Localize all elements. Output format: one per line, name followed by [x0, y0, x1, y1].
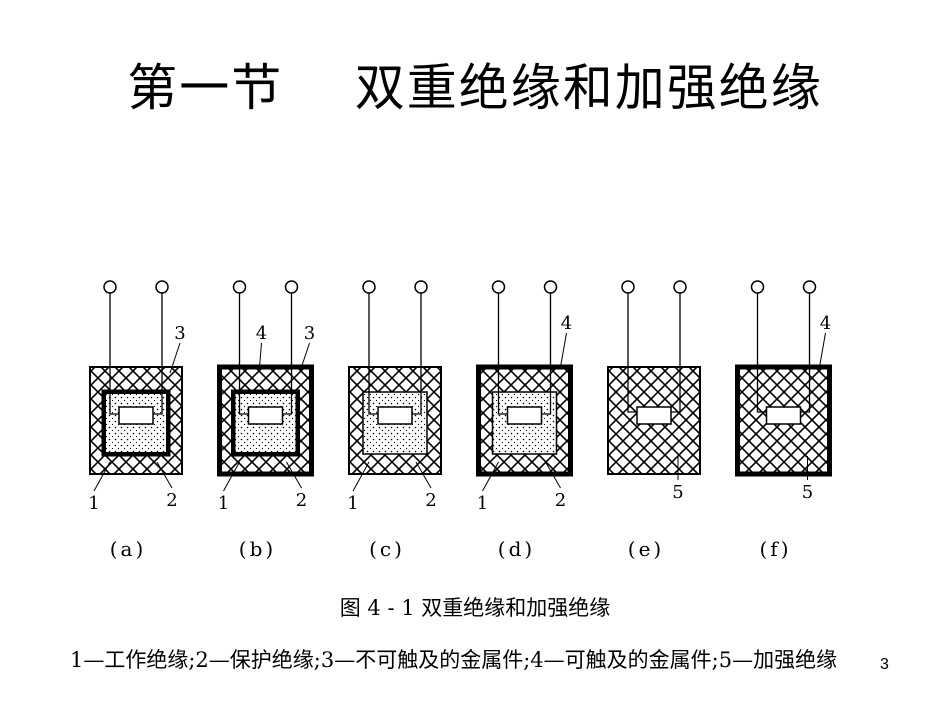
live-part — [765, 406, 802, 425]
callout-number: 2 — [296, 490, 307, 511]
callout-line — [156, 461, 173, 489]
live-part — [636, 406, 672, 425]
lead-wire — [368, 293, 378, 415]
callout-line — [819, 332, 826, 368]
callout-number: 3 — [304, 323, 315, 344]
terminal-icon — [103, 280, 117, 294]
panel-label: (b) — [239, 537, 276, 561]
callout-line — [299, 342, 310, 374]
panel-c: 1 2 (c) — [347, 280, 442, 561]
callout-line — [545, 461, 561, 489]
lead-wire — [497, 293, 508, 415]
callout-line — [286, 461, 302, 489]
live-part — [377, 406, 413, 425]
panel-b: 4 3 1 2 (b) — [217, 280, 315, 561]
terminal-icon — [491, 280, 506, 294]
page-number: 3 — [880, 656, 889, 673]
live-part — [118, 406, 154, 425]
lead-wire — [109, 293, 119, 415]
panel-e: 5 (e) — [607, 280, 701, 561]
terminal-icon — [232, 280, 247, 294]
panel-a: 3 1 2 (a) — [88, 280, 186, 561]
callout-line — [93, 461, 111, 492]
live-part — [506, 406, 543, 425]
callout-number: 2 — [166, 490, 177, 511]
callout-number: 4 — [256, 323, 267, 344]
callout-number: 1 — [347, 493, 358, 514]
terminal-icon — [673, 280, 687, 294]
panel-label: (e) — [628, 537, 664, 561]
terminal-icon — [362, 280, 376, 294]
callout-number: 1 — [88, 493, 99, 514]
figure-caption: 图 4 - 1 双重绝缘和加强绝缘 — [339, 596, 611, 620]
callout-line — [415, 461, 432, 489]
panel-d: 4 1 2 (d) — [476, 280, 573, 561]
panel-f: 4 5 (f) — [735, 280, 832, 561]
terminal-icon — [155, 280, 169, 294]
callout-number: 2 — [555, 490, 566, 511]
lead-wire — [756, 293, 767, 413]
lead-wire — [153, 293, 163, 415]
panel-label: (a) — [110, 537, 147, 561]
callout-number: 2 — [425, 490, 436, 511]
terminal-icon — [750, 280, 765, 294]
insulation-diagram: 3 1 2 (a) 4 3 1 2 (b) 1 2 (c) 4 1 2 (d) 5 (e) 4 5 (f) — [88, 280, 832, 561]
terminal-icon — [284, 280, 299, 294]
lead-wire — [238, 293, 249, 415]
callout-line — [560, 332, 567, 368]
callout-line — [482, 461, 499, 492]
lead-wire — [627, 293, 637, 413]
callout-number: 1 — [218, 493, 229, 514]
working-insulation — [491, 391, 558, 455]
lead-wire — [800, 293, 811, 413]
panel-label: (d) — [498, 537, 535, 561]
terminal-icon — [414, 280, 428, 294]
callout-number: 5 — [672, 482, 683, 503]
lead-wire — [282, 293, 293, 415]
lead-wire — [412, 293, 422, 415]
terminal-icon — [802, 280, 817, 294]
callout-number: 3 — [174, 323, 185, 344]
callout-number: 1 — [477, 493, 488, 514]
panel-label: (f) — [759, 537, 791, 561]
callout-line — [352, 461, 370, 492]
lead-wire — [671, 293, 681, 413]
callout-number: 4 — [820, 313, 831, 334]
lead-wire — [541, 293, 552, 415]
callout-line — [169, 342, 181, 374]
slide-title: 第一节 双重绝缘和加强绝缘 — [127, 59, 823, 117]
callout-line — [259, 342, 262, 368]
terminal-icon — [621, 280, 635, 294]
callout-number: 5 — [802, 482, 813, 503]
live-part — [247, 406, 284, 425]
terminal-icon — [543, 280, 558, 294]
callout-number: 4 — [561, 313, 572, 334]
figure-legend: 1—工作绝缘;2—保护绝缘;3—不可触及的金属件;4—可触及的金属件;5—加强绝… — [70, 648, 838, 672]
callout-line — [223, 461, 240, 492]
panel-label: (c) — [369, 537, 405, 561]
